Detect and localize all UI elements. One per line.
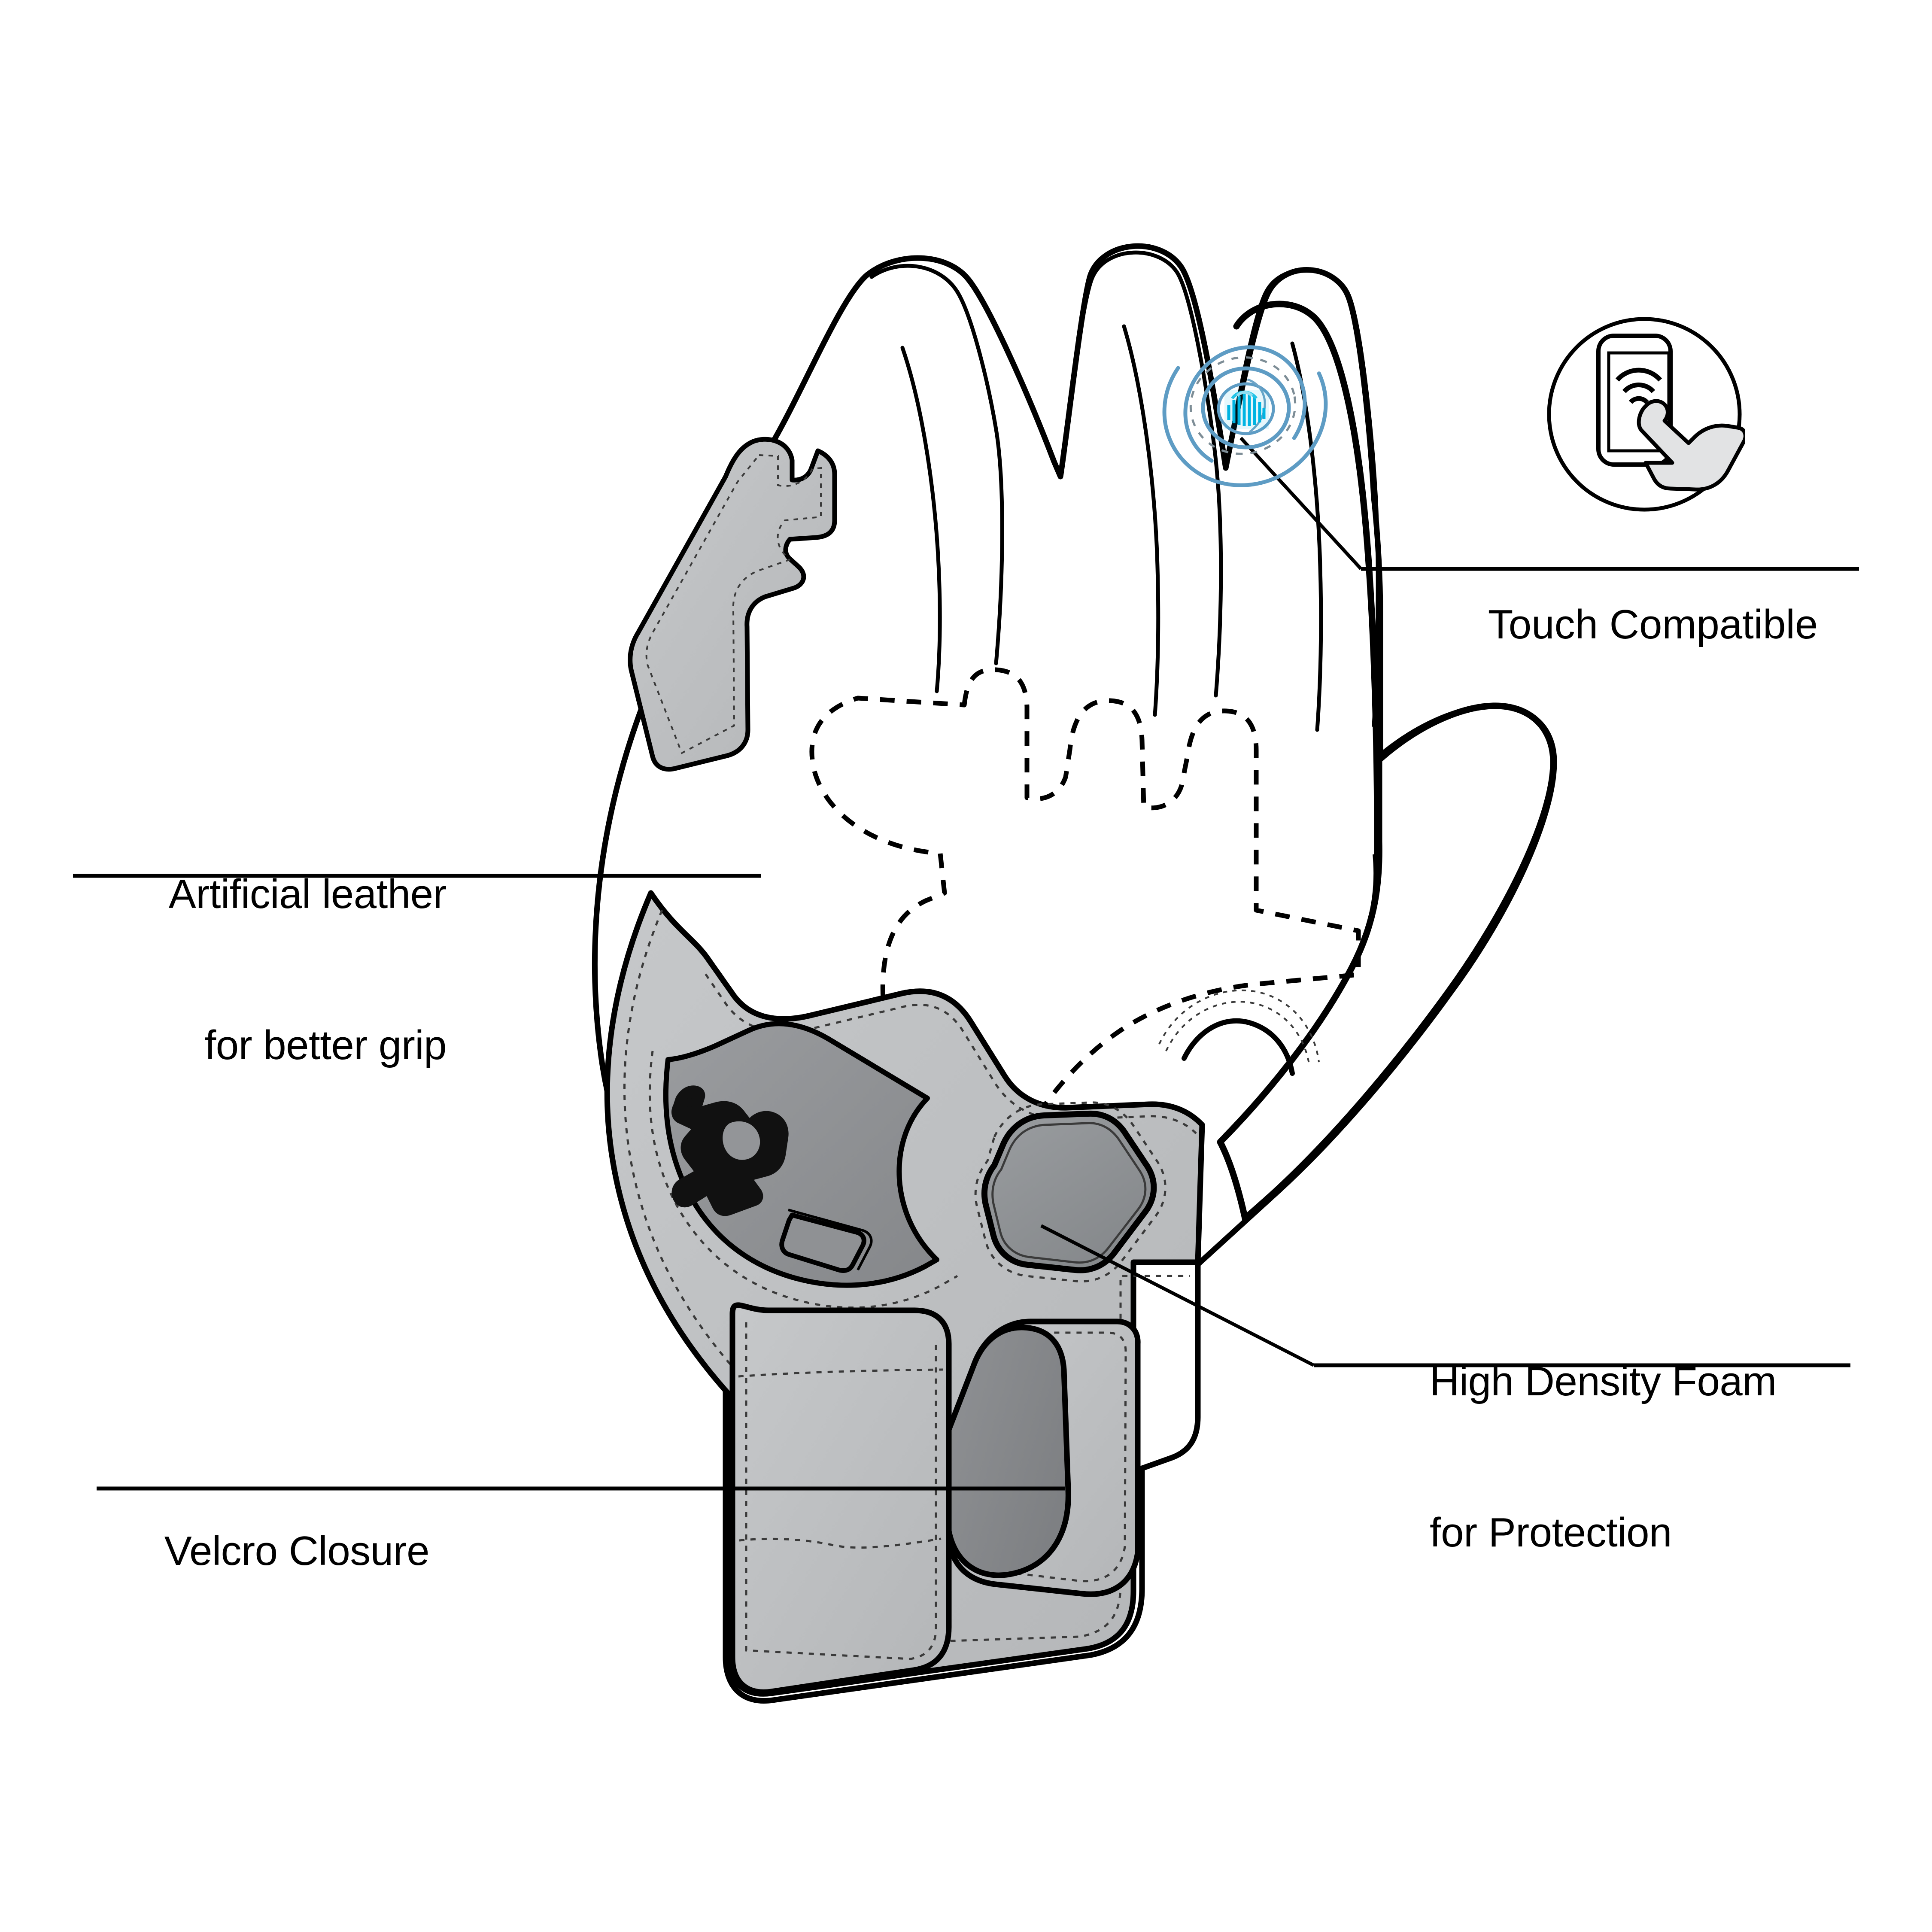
callout-artificial-leather-line-1: Artificial leather <box>168 871 447 917</box>
high-density-foam-pad <box>981 1110 1157 1273</box>
wifi-arcs-icon <box>1615 368 1662 404</box>
callout-high-density-foam: High Density Foam for Protection <box>1430 1256 1911 1658</box>
artificial-leather-panel-stitch <box>645 454 822 754</box>
thumb-crotch-stitch-b <box>1158 989 1320 1063</box>
touch-compatible-icon-svg <box>1547 317 1745 512</box>
finger-pinky <box>869 264 1004 665</box>
velcro-strap-stitch <box>745 1322 937 1660</box>
touch-ring-faint <box>1201 377 1266 440</box>
callout-velcro-closure-line-1: Velcro Closure <box>164 1528 430 1574</box>
high-density-foam-pad-stitch <box>974 1101 1166 1283</box>
callout-high-density-foam-line-1: High Density Foam <box>1430 1358 1777 1405</box>
touch-ring-3 <box>1183 345 1307 471</box>
thumb <box>1217 702 1557 1222</box>
bear-head-logo <box>671 1085 789 1216</box>
callout-artificial-leather: Artificial leather for better grip <box>26 769 447 1171</box>
thumb-crotch <box>1182 1018 1295 1076</box>
velcro-strap <box>729 1302 952 1695</box>
callout-touch-compatible: Touch Compatible <box>1451 507 1855 743</box>
knuckle-shell-stitch-inner <box>701 969 1197 1134</box>
finger-ring <box>1058 250 1223 698</box>
touch-pointer <box>1239 437 1362 570</box>
callout-high-density-foam-line-2: for Protection <box>1430 1509 1672 1555</box>
touch-compatible-icon <box>1543 313 1745 515</box>
callout-touch-compatible-line-1: Touch Compatible <box>1488 601 1818 647</box>
thumb-inner-seam <box>1222 854 1376 1137</box>
finger-middle <box>1224 267 1380 728</box>
cuff-inner-dark <box>946 1324 1071 1578</box>
palm-patch-dashed <box>809 667 1361 1163</box>
velcro-strap-seam-top <box>738 1368 943 1378</box>
knuckle-shell-stitch-outer <box>623 910 1190 1649</box>
foam-pointer <box>1040 1224 1315 1367</box>
touch-ring-1 <box>1217 382 1275 435</box>
glove-group <box>592 243 1557 1704</box>
fingerprint-touch-indicator <box>1162 328 1328 487</box>
callout-artificial-leather-line-2: for better grip <box>204 1022 447 1068</box>
fingerprint-glyph <box>1227 390 1266 426</box>
touch-ring-2 <box>1201 366 1291 450</box>
artificial-leather-panel <box>628 437 837 772</box>
fingerprint-tint <box>1224 390 1269 429</box>
velcro-strap-seam-mid <box>739 1537 942 1549</box>
pointing-hand-icon <box>1637 399 1745 492</box>
finger-pinky-seam <box>900 346 942 693</box>
knuckle-vent-slot-edge <box>788 1209 873 1271</box>
touch-ring-outer <box>1162 328 1328 487</box>
finger-ring-seam <box>1122 324 1160 717</box>
badge-circle-outline <box>1547 317 1742 512</box>
high-density-foam-pad-inner <box>991 1122 1147 1264</box>
callout-velcro-closure: Velcro Closure <box>26 1425 430 1677</box>
knuckle-vent-slot <box>779 1212 866 1273</box>
